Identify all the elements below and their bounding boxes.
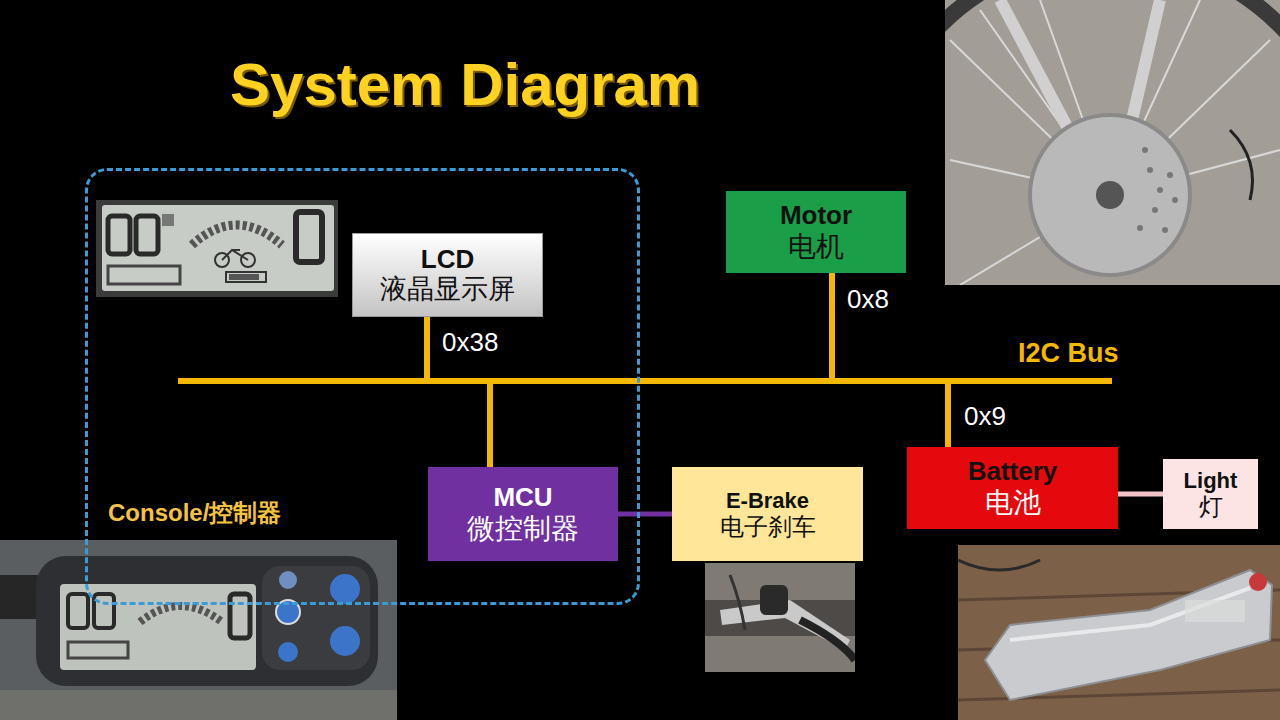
diagram-title: System Diagram [228, 50, 702, 119]
console-group: Console/控制器 LCD液晶显示屏 MCU微控制器 [85, 168, 640, 605]
mcu-box: MCU微控制器 [428, 467, 618, 561]
light-box: Light灯 [1163, 459, 1258, 529]
light-wire [1118, 492, 1163, 497]
address-label: 0x8 [845, 285, 891, 315]
battery-photo [958, 545, 1280, 720]
box-subtitle: 电子刹车 [720, 513, 816, 541]
brake-photo [705, 563, 855, 672]
box-heading: Motor [780, 201, 852, 231]
group-label: Console/控制器 [108, 499, 281, 527]
address-label: 0x38 [440, 328, 500, 358]
motor-photo [945, 0, 1280, 285]
ebrake-box: E-Brake电子刹车 [672, 467, 863, 561]
motor-box: Motor电机 [726, 191, 906, 273]
address-label: 0x9 [962, 402, 1008, 432]
box-heading: LCD [421, 245, 474, 275]
box-heading: E-Brake [726, 488, 809, 513]
box-heading: MCU [493, 483, 552, 513]
lcd-box: LCD液晶显示屏 [352, 233, 543, 317]
box-subtitle: 微控制器 [467, 513, 579, 545]
console-photo [0, 540, 397, 720]
box-subtitle: 灯 [1199, 493, 1223, 521]
lcd-photo [96, 200, 338, 297]
box-subtitle: 液晶显示屏 [380, 274, 515, 305]
battery-box: Battery电池 [907, 447, 1118, 529]
box-heading: Light [1184, 468, 1238, 493]
i2c-tap [490, 381, 948, 467]
box-heading: Battery [968, 457, 1058, 487]
box-subtitle: 电机 [788, 231, 844, 263]
brake-wire [618, 512, 672, 517]
box-subtitle: 电池 [985, 487, 1041, 519]
bus-name: I2C Bus [1016, 338, 1121, 369]
